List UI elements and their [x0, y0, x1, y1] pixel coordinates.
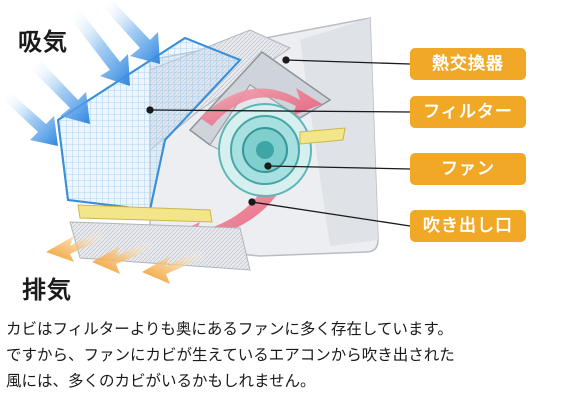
outlet-louver: [77, 204, 213, 223]
fan: [218, 103, 312, 197]
upper-louver: [299, 127, 346, 145]
filter-tag: フィルター: [410, 96, 526, 128]
caption-line-3: 風には、多くのカビがいるかもしれません。: [6, 372, 316, 390]
exhaust-arrows: [46, 230, 204, 284]
fan-tag: ファン: [410, 153, 526, 185]
outlet-tag: 吹き出し口: [410, 210, 526, 242]
intake-arrows: [4, 0, 160, 146]
intake-label: 吸気: [18, 28, 68, 56]
caption-line-1: カビはフィルターよりも奥にあるファンに多く存在しています。: [6, 320, 453, 338]
heat-exchanger-tag: 熱交換器: [410, 48, 526, 80]
caption-line-2: ですから、ファンにカビが生えているエアコンから吹き出された: [6, 346, 455, 364]
aircon-illustration: [4, 0, 411, 284]
caption: カビはフィルターよりも奥にあるファンに多く存在しています。 ですから、ファンにカ…: [6, 316, 572, 394]
exhaust-label: 排気: [22, 276, 72, 304]
filter-frame: [56, 36, 242, 212]
leader-lines: [146, 56, 411, 227]
airflow-arrow: [200, 88, 322, 126]
